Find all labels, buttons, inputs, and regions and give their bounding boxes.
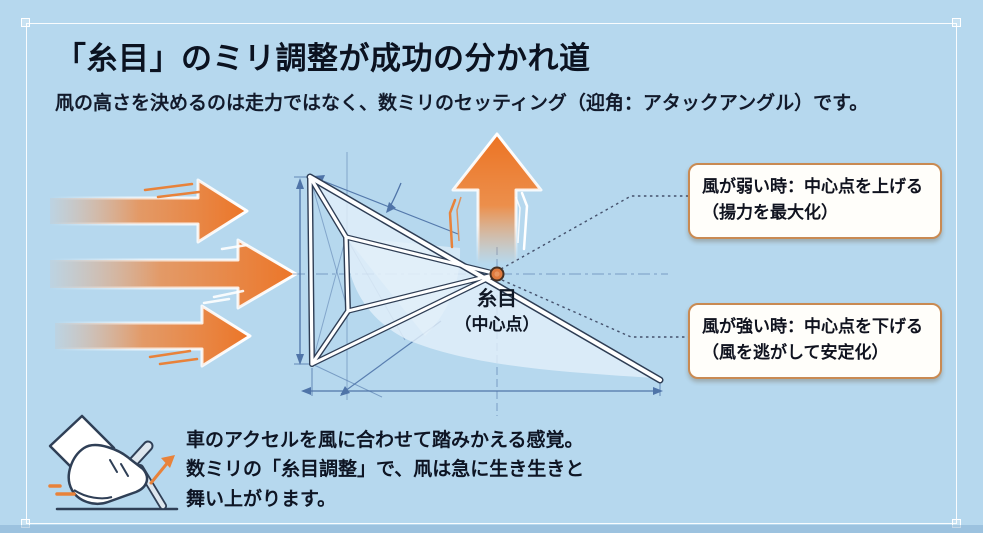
bottom-shade-strip (0, 525, 983, 533)
footer-line-2: 数ミリの「糸目調整」で、凧は急に生き生きと (186, 459, 585, 481)
lift-arrow-icon (448, 132, 543, 266)
bridle-point-label-line1: 糸目 (477, 288, 517, 310)
bridle-point-label-line2: （中心点） (454, 315, 540, 334)
speed-lines-white (202, 243, 249, 305)
frame-corner-marker (952, 18, 961, 27)
page-subtitle: 凧の高さを決めるのは走力ではなく、数ミリのセッティング（迎角：アタックアングル）… (55, 93, 869, 114)
footer-line-3: 舞い上がります。 (186, 488, 337, 510)
bridle-point-label: 糸目 （中心点） (427, 287, 567, 335)
kite-frame (306, 173, 664, 384)
frame-corner-marker (21, 18, 30, 27)
callout-weak-wind-line2: （揚力を最大化） (702, 203, 838, 223)
footer-line-1: 車のアクセルを風に合わせて踏みかえる感覚。 (186, 430, 584, 451)
frame-corner-marker (952, 519, 961, 528)
wind-arrows-icon (48, 178, 298, 368)
speed-lines (143, 182, 201, 366)
foot-pedal-icon (48, 414, 179, 511)
footer-text: 車のアクセルを風に合わせて踏みかえる感覚。 数ミリの「糸目調整」で、凧は急に生き… (186, 426, 606, 514)
connector-dotted-lines (500, 195, 688, 338)
callout-weak-wind-line1: 風が弱い時：中心点を上げる (702, 177, 923, 196)
bridle-point-dot (489, 266, 505, 282)
callout-strong-wind-line2: （風を逃がして安定化） (702, 343, 889, 363)
border-frame (26, 23, 957, 524)
callout-strong-wind: 風が強い時：中心点を下げる （風を逃がして安定化） (688, 303, 942, 379)
page-title: 「糸目」のミリ調整が成功の分かれ道 (55, 41, 591, 76)
callout-weak-wind: 風が弱い時：中心点を上げる （揚力を最大化） (688, 163, 942, 239)
callout-strong-wind-line1: 風が強い時：中心点を下げる (702, 317, 923, 336)
frame-corner-marker (21, 519, 30, 528)
